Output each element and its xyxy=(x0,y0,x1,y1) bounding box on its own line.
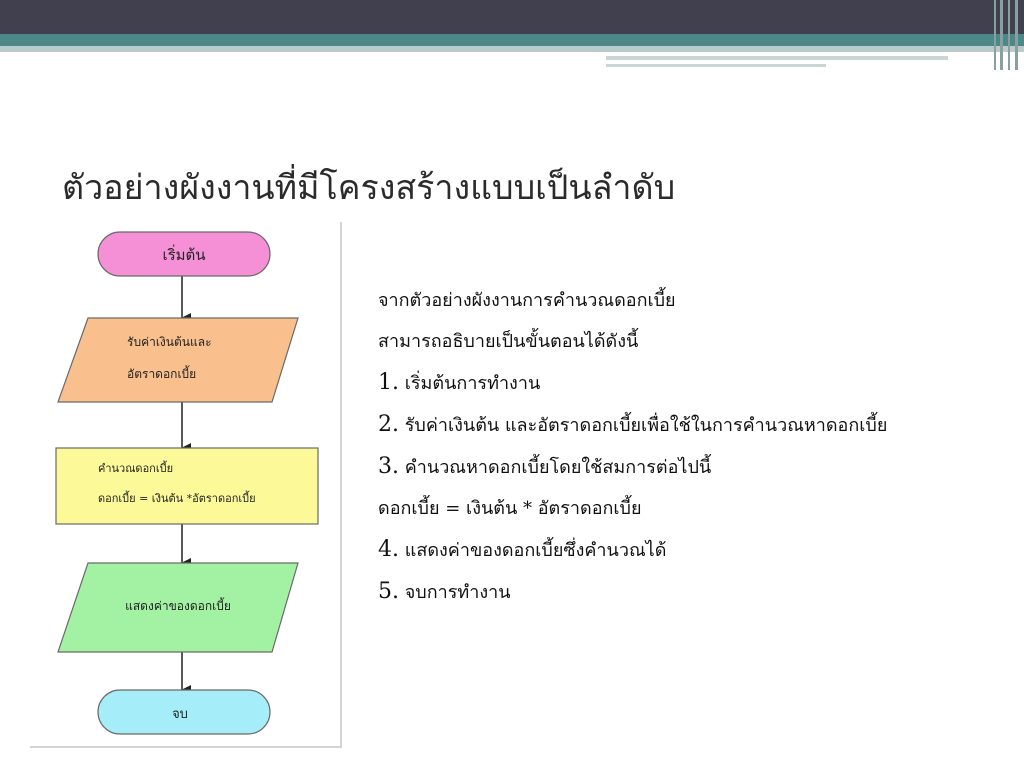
output-parallelogram xyxy=(57,562,299,653)
process-box xyxy=(55,447,319,525)
input-label-line2: อัตราดอกเบี้ย xyxy=(127,365,196,381)
step-text: คำนวณหาดอกเบี้ยโดยใช้สมการต่อไปนี้ xyxy=(404,457,712,478)
step-number: 4. xyxy=(378,537,399,562)
header-light-band xyxy=(0,46,1024,52)
header-vertical-line xyxy=(994,0,996,70)
diagram-frame-edge xyxy=(340,222,342,748)
step-item: 2. รับค่าเงินต้น และอัตราดอกเบี้ยเพื่อใช… xyxy=(378,404,887,446)
end-terminator xyxy=(97,689,271,735)
header-vertical-line xyxy=(1015,0,1018,70)
input-parallelogram xyxy=(57,317,299,403)
process-label-line1: คำนวณดอกเบี้ย xyxy=(98,460,173,475)
formula-line: ดอกเบี้ย = เงินต้น * อัตราดอกเบี้ย xyxy=(378,498,642,519)
step-item: 4. แสดงค่าของดอกเบี้ยซึ่งคำนวณได้ xyxy=(378,529,887,571)
intro-line: สามารถอธิบายเป็นขั้นตอนได้ดังนี้ xyxy=(378,331,639,352)
header-vertical-line xyxy=(1000,0,1003,70)
intro-line: จากตัวอย่างผังงานการคำนวณดอกเบี้ย xyxy=(378,290,676,311)
input-label-line1: รับค่าเงินต้นและ xyxy=(127,335,212,349)
step-number: 2. xyxy=(378,412,399,437)
step-item: 5. จบการทำงาน xyxy=(378,571,887,613)
description-block: จากตัวอย่างผังงานการคำนวณดอกเบี้ย สามารถ… xyxy=(378,280,887,613)
header-accent-band xyxy=(0,34,1024,46)
header-vertical-line xyxy=(1008,0,1010,70)
start-label: เริ่มต้น xyxy=(162,244,205,264)
header-stripe xyxy=(606,64,826,67)
header-stripe xyxy=(606,56,948,60)
header-bar xyxy=(0,0,1024,34)
step-text: แสดงค่าของดอกเบี้ยซึ่งคำนวณได้ xyxy=(404,540,667,561)
step-number: 1. xyxy=(378,370,399,395)
step-text: จบการทำงาน xyxy=(404,582,511,603)
start-terminator xyxy=(97,231,271,277)
end-label: จบ xyxy=(172,707,188,722)
flowchart: เริ่มต้น รับค่าเงินต้นและ อัตราดอกเบี้ย … xyxy=(30,222,341,746)
process-label-line2: ดอกเบี้ย = เงินต้น *อัตราดอกเบี้ย xyxy=(98,490,256,505)
step-number: 5. xyxy=(378,579,399,604)
step-item: 3. คำนวณหาดอกเบี้ยโดยใช้สมการต่อไปนี้ xyxy=(378,446,887,488)
diagram-frame-edge xyxy=(30,746,342,748)
step-item: 1. เริ่มต้นการทำงาน xyxy=(378,362,887,404)
output-label: แสดงค่าของดอกเบี้ย xyxy=(125,597,231,613)
step-text: เริ่มต้นการทำงาน xyxy=(404,373,541,394)
step-number: 3. xyxy=(378,454,399,479)
step-text: รับค่าเงินต้น และอัตราดอกเบี้ยเพื่อใช้ใน… xyxy=(404,415,888,436)
slide-title: ตัวอย่างผังงานที่มีโครงสร้างแบบเป็นลำดับ xyxy=(62,168,676,208)
